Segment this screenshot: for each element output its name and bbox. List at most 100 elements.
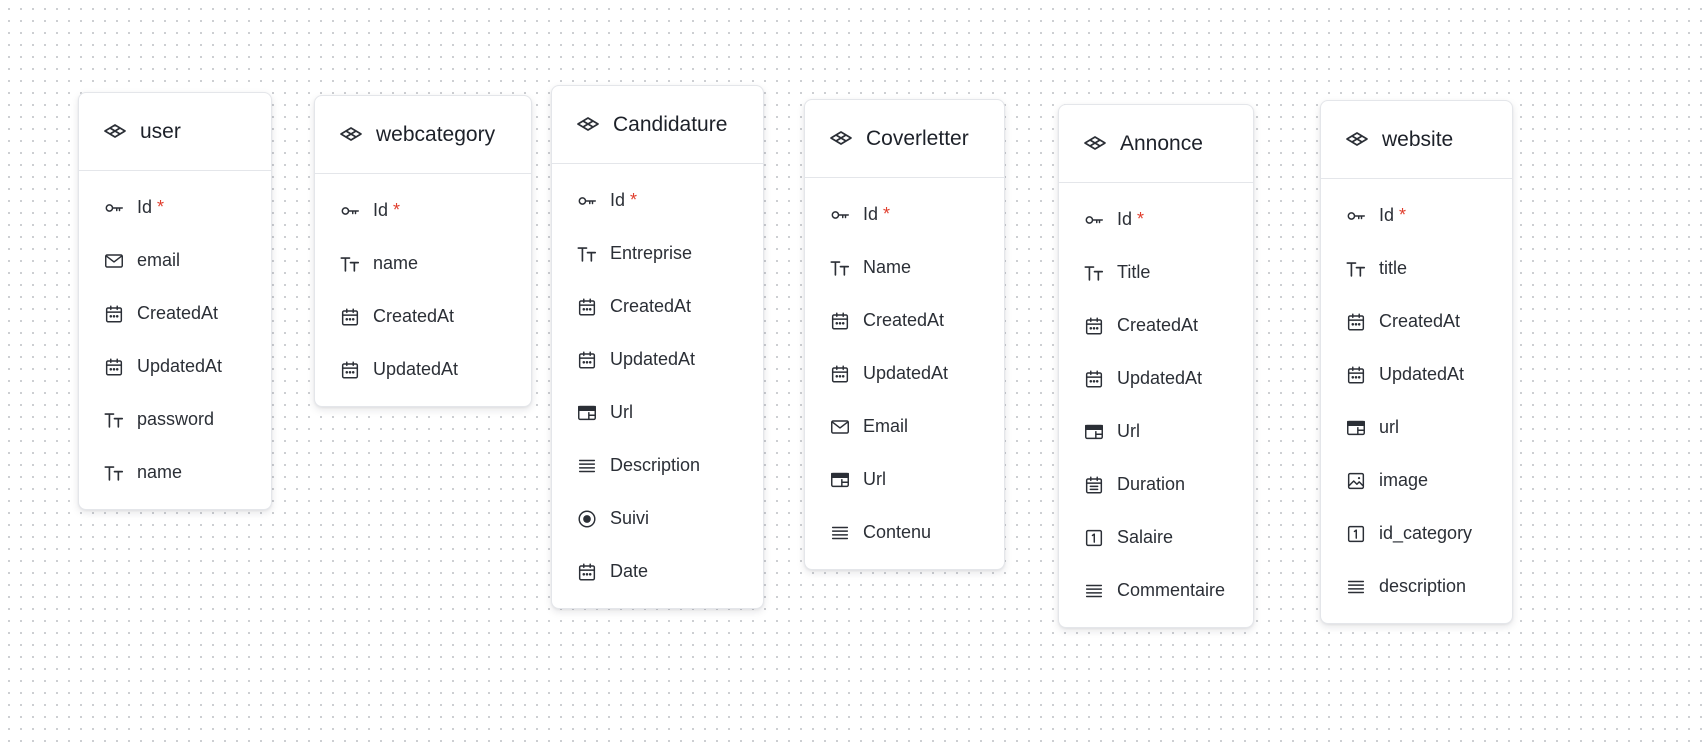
entity-header: Coverletter xyxy=(805,100,1004,178)
calendar-icon xyxy=(1345,364,1367,386)
table-icon xyxy=(576,113,600,137)
field-row[interactable]: UpdatedAt xyxy=(315,343,531,396)
field-name: url xyxy=(1379,417,1400,437)
field-row[interactable]: Entreprise xyxy=(552,227,763,280)
field-name: Url xyxy=(1117,421,1140,441)
field-row[interactable]: UpdatedAt xyxy=(805,347,1004,400)
field-name: image xyxy=(1379,470,1429,490)
image-icon xyxy=(1345,470,1367,492)
field-row[interactable]: Commentaire xyxy=(1059,564,1253,617)
calendar-icon xyxy=(1345,311,1367,333)
field-row[interactable]: name xyxy=(315,237,531,290)
field-name: id_category xyxy=(1379,523,1473,543)
field-row[interactable]: CreatedAt xyxy=(1321,295,1512,348)
field-name: UpdatedAt xyxy=(137,356,223,376)
field-row[interactable]: CreatedAt xyxy=(552,280,763,333)
field-name: Salaire xyxy=(1117,527,1174,547)
field-name: Id xyxy=(1379,205,1395,225)
field-row[interactable]: image xyxy=(1321,454,1512,507)
required-marker: * xyxy=(630,190,638,210)
field-row[interactable]: CreatedAt xyxy=(315,290,531,343)
field-row[interactable]: CreatedAt xyxy=(805,294,1004,347)
mail-icon xyxy=(103,250,125,272)
field-row[interactable]: UpdatedAt xyxy=(1321,348,1512,401)
field-row[interactable]: Id* xyxy=(1321,189,1512,242)
field-row[interactable]: Url xyxy=(552,386,763,439)
field-row[interactable]: name xyxy=(79,446,271,499)
field-row[interactable]: Id* xyxy=(79,181,271,234)
browser-icon xyxy=(829,469,851,491)
entity-title: webcategory xyxy=(376,122,496,146)
entity-header: Candidature xyxy=(552,86,763,164)
key-icon xyxy=(1083,209,1105,231)
field-row[interactable]: Title xyxy=(1059,246,1253,299)
calendar-icon xyxy=(103,356,125,378)
paragraph-icon xyxy=(829,522,851,544)
field-row[interactable]: UpdatedAt xyxy=(79,340,271,393)
field-name: Id xyxy=(137,197,153,217)
field-name: description xyxy=(1379,576,1467,596)
field-row[interactable]: id_category xyxy=(1321,507,1512,560)
field-row[interactable]: description xyxy=(1321,560,1512,613)
text-icon xyxy=(829,257,851,279)
field-row[interactable]: Date xyxy=(552,545,763,598)
field-row[interactable]: Email xyxy=(805,400,1004,453)
field-row[interactable]: title xyxy=(1321,242,1512,295)
paragraph-icon xyxy=(576,455,598,477)
calendar-icon xyxy=(829,363,851,385)
calendar-lines-icon xyxy=(1083,474,1105,496)
field-row[interactable]: UpdatedAt xyxy=(552,333,763,386)
field-row[interactable]: Name xyxy=(805,241,1004,294)
calendar-icon xyxy=(339,359,361,381)
calendar-icon xyxy=(339,306,361,328)
field-row[interactable]: Duration xyxy=(1059,458,1253,511)
field-row[interactable]: Url xyxy=(805,453,1004,506)
field-row[interactable]: Id* xyxy=(805,188,1004,241)
table-icon xyxy=(1345,128,1369,152)
field-row[interactable]: password xyxy=(79,393,271,446)
field-row[interactable]: UpdatedAt xyxy=(1059,352,1253,405)
entity-header: webcategory xyxy=(315,96,531,174)
field-name: Url xyxy=(610,402,633,422)
field-name: Id xyxy=(373,200,389,220)
field-name: Date xyxy=(610,561,649,581)
field-row[interactable]: Id* xyxy=(552,174,763,227)
field-name: CreatedAt xyxy=(863,310,945,330)
entity-title: Candidature xyxy=(613,112,728,136)
field-name: UpdatedAt xyxy=(610,349,696,369)
field-row[interactable]: CreatedAt xyxy=(79,287,271,340)
table-icon xyxy=(339,123,363,147)
field-row[interactable]: Url xyxy=(1059,405,1253,458)
entity-header: user xyxy=(79,93,271,171)
field-row[interactable]: Suivi xyxy=(552,492,763,545)
field-row[interactable]: Id* xyxy=(315,184,531,237)
field-name: Duration xyxy=(1117,474,1186,494)
mail-icon xyxy=(829,416,851,438)
key-icon xyxy=(576,190,598,212)
browser-icon xyxy=(576,402,598,424)
text-icon xyxy=(103,462,125,484)
field-row[interactable]: CreatedAt xyxy=(1059,299,1253,352)
paragraph-icon xyxy=(1083,580,1105,602)
paragraph-icon xyxy=(1345,576,1367,598)
number-icon xyxy=(1083,527,1105,549)
field-row[interactable]: Contenu xyxy=(805,506,1004,559)
field-row[interactable]: Description xyxy=(552,439,763,492)
field-row[interactable]: Id* xyxy=(1059,193,1253,246)
field-name: CreatedAt xyxy=(137,303,219,323)
field-row[interactable]: email xyxy=(79,234,271,287)
field-name: Title xyxy=(1117,262,1151,282)
required-marker: * xyxy=(1137,209,1145,229)
field-row[interactable]: url xyxy=(1321,401,1512,454)
field-row[interactable]: Salaire xyxy=(1059,511,1253,564)
field-name: Suivi xyxy=(610,508,650,528)
